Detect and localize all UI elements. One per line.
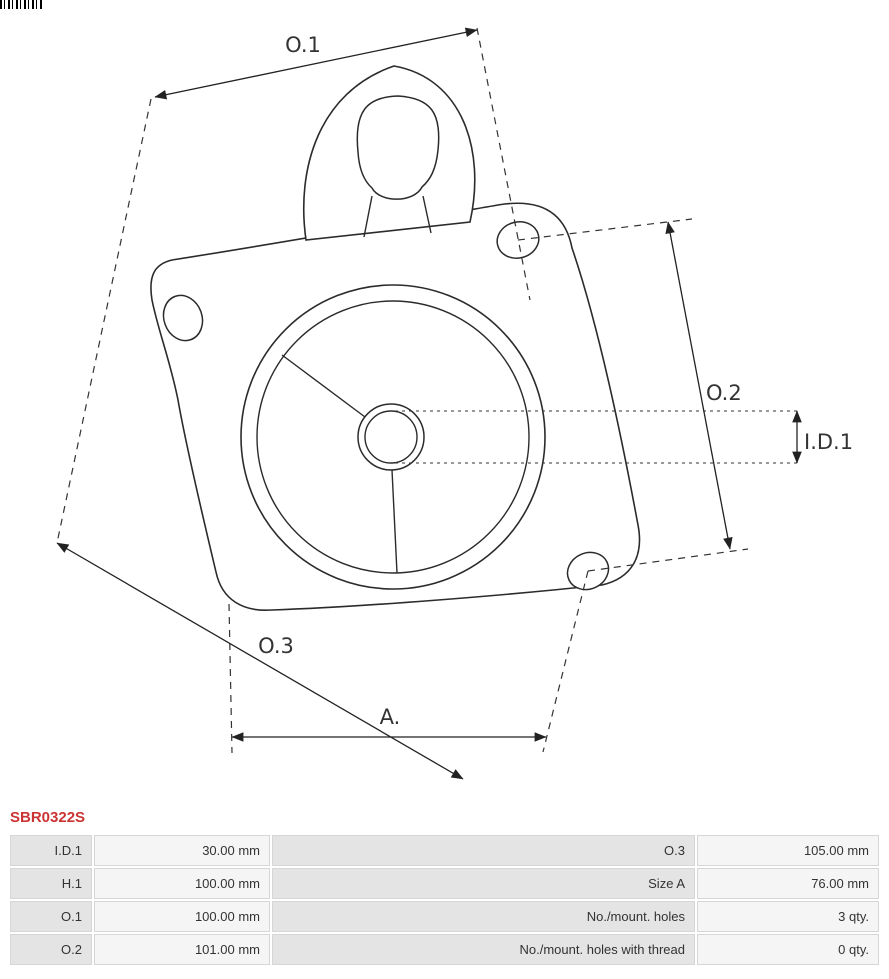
bracket-drawing-svg: O.1 O.2 I.D.1 O.3 A.: [56, 27, 853, 780]
spec-label: No./mount. holes: [272, 901, 695, 932]
id-centerlines: [395, 410, 800, 464]
dimension-id1-label: I.D.1: [804, 430, 853, 454]
dimension-o1-label: O.1: [285, 33, 321, 57]
spec-value: 76.00 mm: [697, 868, 879, 899]
spec-value: 100.00 mm: [94, 868, 270, 899]
boot-neck-right: [422, 195, 432, 234]
spec-label: O.1: [10, 901, 92, 932]
dimension-o3-line: [56, 542, 464, 780]
spec-value: 30.00 mm: [94, 835, 270, 866]
spec-value: 100.00 mm: [94, 901, 270, 932]
table-row: O.2 101.00 mm No./mount. holes with thre…: [10, 934, 879, 965]
sector-line-lower: [391, 469, 398, 574]
spec-table: I.D.1 30.00 mm O.3 105.00 mm H.1 100.00 …: [8, 833, 881, 967]
spec-value: 0 qty.: [697, 934, 879, 965]
table-row: H.1 100.00 mm Size A 76.00 mm: [10, 868, 879, 899]
table-row: O.1 100.00 mm No./mount. holes 3 qty.: [10, 901, 879, 932]
spec-label: H.1: [10, 868, 92, 899]
dimension-o2-label: O.2: [706, 381, 742, 405]
sector-line-upper: [281, 354, 366, 418]
spec-label: I.D.1: [10, 835, 92, 866]
dimension-a-label: A.: [380, 705, 401, 729]
dimension-o1-line: [154, 27, 478, 100]
dimension-o3-label: O.3: [258, 634, 294, 658]
part-number[interactable]: SBR0322S: [10, 809, 86, 826]
table-row: I.D.1 30.00 mm O.3 105.00 mm: [10, 835, 879, 866]
hub-bore: [364, 410, 418, 464]
spec-label: O.2: [10, 934, 92, 965]
barcode-artifact: [0, 0, 42, 9]
spec-label: No./mount. holes with thread: [272, 934, 695, 965]
boot-neck-left: [363, 195, 373, 238]
spec-value: 105.00 mm: [697, 835, 879, 866]
spec-value: 3 qty.: [697, 901, 879, 932]
spec-label: Size A: [272, 868, 695, 899]
spec-value: 101.00 mm: [94, 934, 270, 965]
spec-label: O.3: [272, 835, 695, 866]
construction-lines: [56, 27, 749, 754]
dimension-lines: [56, 27, 802, 780]
dimension-o2-line: [665, 221, 733, 550]
mounting-hole-left: [162, 294, 204, 342]
technical-drawing: O.1 O.2 I.D.1 O.3 A.: [56, 27, 853, 780]
